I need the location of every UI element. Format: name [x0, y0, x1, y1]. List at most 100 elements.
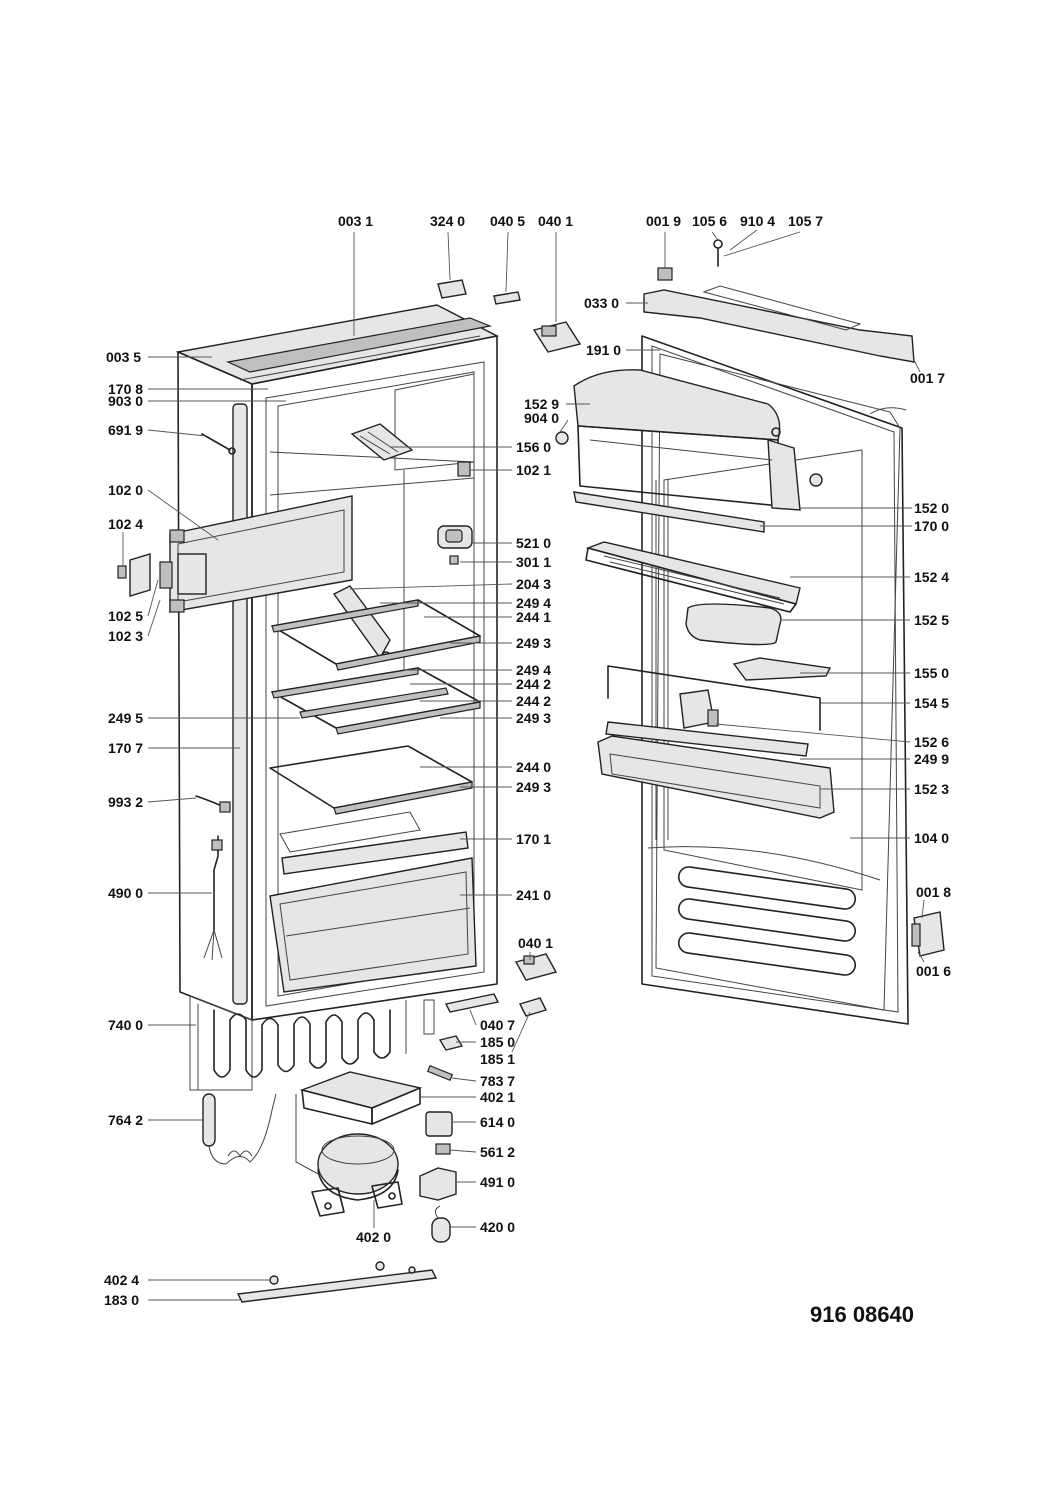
lower-hinge [514, 953, 558, 981]
label-1851: 185 1 [480, 1051, 515, 1067]
base-rail [236, 1261, 438, 1303]
thermostat [437, 525, 473, 549]
part-labels: 003 1 324 0 040 5 040 1 001 9 105 6 910 … [104, 213, 951, 1308]
upper-door-compartment [573, 369, 823, 511]
label-9030: 903 0 [108, 393, 143, 409]
label-9040: 904 0 [524, 410, 559, 426]
label-1525: 152 5 [914, 612, 949, 628]
label-7400: 740 0 [108, 1017, 143, 1033]
label-1520: 152 0 [914, 500, 949, 516]
cover-piece [437, 279, 467, 299]
label-1056: 105 6 [692, 213, 727, 229]
label-0330: 033 0 [584, 295, 619, 311]
sensor-cable [195, 795, 231, 813]
drip-tray [299, 1071, 423, 1125]
compressor [295, 1094, 403, 1217]
label-3011: 301 1 [516, 554, 551, 570]
label-1025: 102 5 [108, 608, 143, 624]
hinge-bracket-assembly [117, 495, 353, 613]
label-7642: 764 2 [108, 1112, 143, 1128]
label-2499: 249 9 [914, 751, 949, 767]
label-2410: 241 0 [516, 887, 551, 903]
label-1560: 156 0 [516, 439, 551, 455]
upper-hinge [532, 321, 582, 353]
cabinet [175, 304, 500, 1091]
label-7837: 783 7 [480, 1073, 515, 1089]
small-brackets [438, 993, 547, 1051]
butter-box [685, 603, 782, 646]
label-2442-b: 244 2 [516, 693, 551, 709]
label-1523: 152 3 [914, 781, 949, 797]
label-4020: 402 0 [356, 1229, 391, 1245]
crisper-drawer [269, 857, 477, 993]
door-bottom-ribs [677, 866, 857, 976]
label-0401-top: 040 1 [538, 213, 573, 229]
capacitor [431, 1205, 451, 1243]
condenser [189, 995, 407, 1091]
label-0017: 001 7 [910, 370, 945, 386]
shelf-upper [271, 599, 481, 671]
label-2493-c: 249 3 [516, 779, 551, 795]
label-5210: 521 0 [516, 535, 551, 551]
capillary-tube [202, 1093, 277, 1165]
label-1910: 191 0 [586, 342, 621, 358]
label-1700: 170 0 [914, 518, 949, 534]
label-1021: 102 1 [516, 462, 551, 478]
light-cover [350, 423, 414, 461]
label-0016: 001 6 [916, 963, 951, 979]
label-2440: 244 0 [516, 759, 551, 775]
label-9932: 993 2 [108, 794, 143, 810]
shelf-middle [271, 667, 481, 735]
label-2043: 204 3 [516, 576, 551, 592]
bottle-retainer [607, 665, 821, 731]
label-0035: 003 5 [106, 349, 141, 365]
label-9104: 910 4 [740, 213, 775, 229]
label-1701: 170 1 [516, 831, 551, 847]
label-4024: 402 4 [104, 1272, 139, 1288]
label-1040: 104 0 [914, 830, 949, 846]
clip [426, 1064, 454, 1082]
label-3240: 324 0 [430, 213, 465, 229]
leader-lines [122, 229, 925, 1301]
label-0401-bottom: 040 1 [518, 935, 553, 951]
top-hinge-bracket [643, 239, 915, 363]
label-1524: 152 4 [914, 569, 949, 585]
label-1023: 102 3 [108, 628, 143, 644]
document-number: 916 08640 [810, 1302, 914, 1327]
label-1024: 102 4 [108, 516, 143, 532]
egg-tray [732, 657, 832, 681]
shelf-lower [269, 745, 473, 815]
power-cord [203, 835, 223, 961]
label-2495: 249 5 [108, 710, 143, 726]
label-2442-a: 244 2 [516, 676, 551, 692]
label-0031: 003 1 [338, 213, 373, 229]
door-strip-lower [605, 721, 809, 757]
label-4200: 420 0 [480, 1219, 515, 1235]
knob [555, 431, 569, 445]
label-2494-a: 249 4 [516, 595, 551, 611]
label-4900: 490 0 [108, 885, 143, 901]
label-6919: 691 9 [108, 422, 143, 438]
door-strip [573, 491, 765, 533]
led-lamp [201, 433, 236, 455]
label-1020: 102 0 [108, 482, 143, 498]
label-0407: 040 7 [480, 1017, 515, 1033]
label-2441: 244 1 [516, 609, 551, 625]
label-4910: 491 0 [480, 1174, 515, 1190]
crisper-cover [279, 811, 469, 875]
label-1526: 152 6 [914, 734, 949, 750]
plug [493, 291, 521, 305]
bottle-shelf [597, 735, 835, 819]
label-1545: 154 5 [914, 695, 949, 711]
label-2493-a: 249 3 [516, 635, 551, 651]
label-1708: 170 8 [108, 381, 143, 397]
label-0405: 040 5 [490, 213, 525, 229]
relay-protector [419, 1111, 457, 1201]
label-6140: 614 0 [480, 1114, 515, 1130]
label-5612: 561 2 [480, 1144, 515, 1160]
divider-plate [332, 585, 391, 661]
label-1830: 183 0 [104, 1292, 139, 1308]
label-4021: 402 1 [480, 1089, 515, 1105]
label-2493-b: 249 3 [516, 710, 551, 726]
egg-rack [585, 541, 801, 613]
